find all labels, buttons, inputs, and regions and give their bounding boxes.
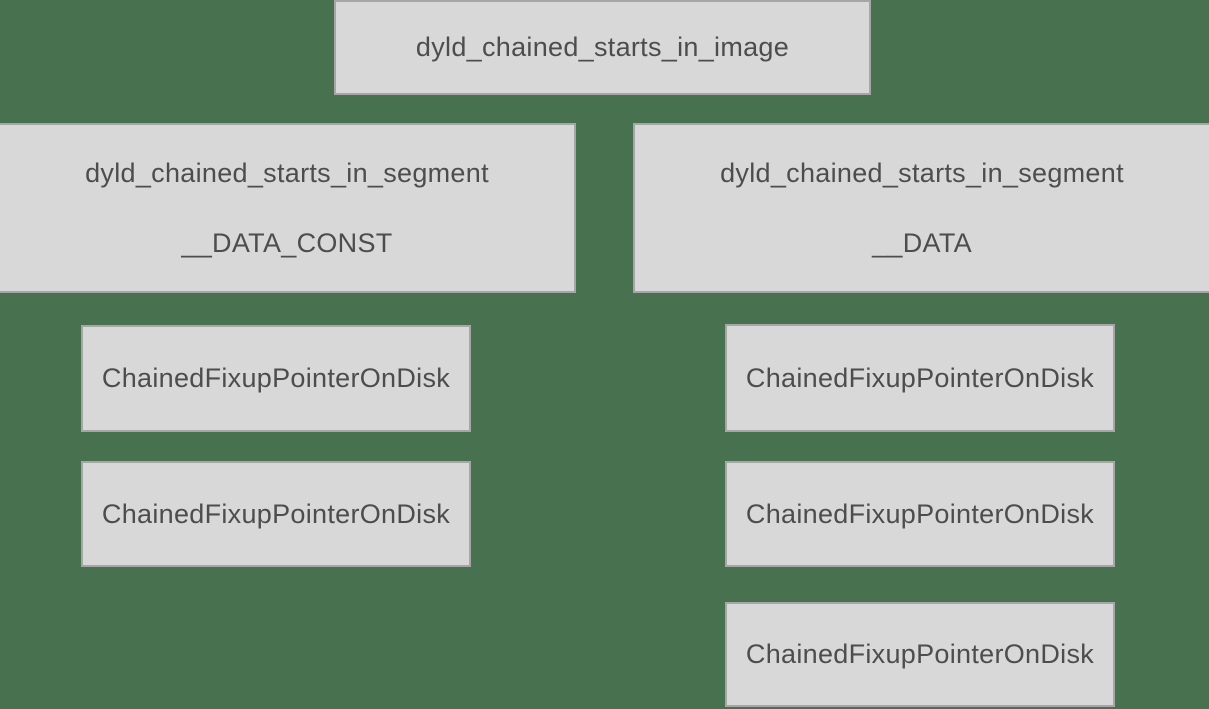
node-segment-data-const: dyld_chained_starts_in_segment __DATA_CO… — [0, 123, 576, 293]
node-fixup-pointer: ChainedFixupPointerOnDisk — [81, 325, 471, 432]
node-starts-in-image: dyld_chained_starts_in_image — [334, 0, 871, 95]
segment-type-label: dyld_chained_starts_in_segment — [85, 157, 489, 188]
segment-type-label: dyld_chained_starts_in_segment — [720, 157, 1124, 188]
segment-name-label: __DATA — [872, 227, 972, 258]
segment-name-label: __DATA_CONST — [181, 227, 393, 258]
fixup-pointer-label: ChainedFixupPointerOnDisk — [745, 498, 1095, 529]
node-fixup-pointer: ChainedFixupPointerOnDisk — [725, 602, 1115, 707]
node-fixup-pointer: ChainedFixupPointerOnDisk — [725, 324, 1115, 432]
fixup-pointer-label: ChainedFixupPointerOnDisk — [745, 639, 1095, 669]
fixup-pointer-label: ChainedFixupPointerOnDisk — [745, 362, 1095, 393]
node-fixup-pointer: ChainedFixupPointerOnDisk — [725, 461, 1115, 567]
starts-in-image-label: dyld_chained_starts_in_image — [415, 32, 790, 62]
node-segment-data: dyld_chained_starts_in_segment __DATA — [633, 123, 1209, 293]
fixup-pointer-label: ChainedFixupPointerOnDisk — [101, 363, 451, 393]
fixup-pointer-label: ChainedFixupPointerOnDisk — [101, 498, 451, 529]
node-fixup-pointer: ChainedFixupPointerOnDisk — [81, 461, 471, 567]
